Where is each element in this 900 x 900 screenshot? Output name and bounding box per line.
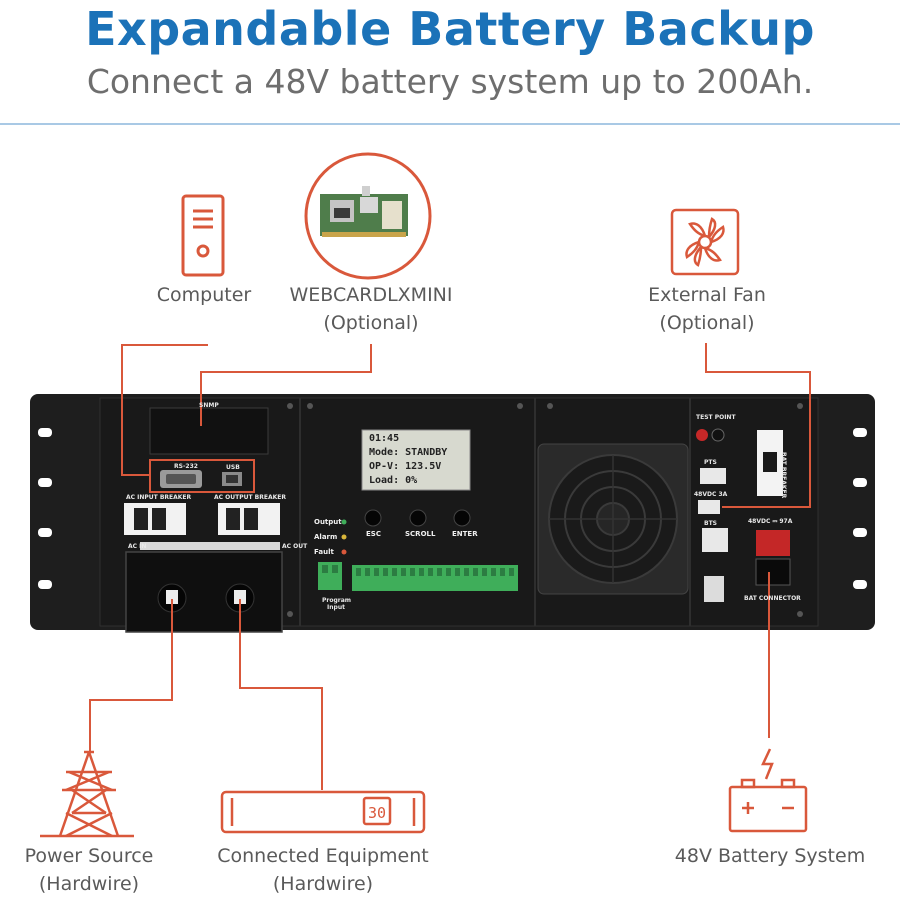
battery-connector-negative[interactable]: [755, 558, 791, 586]
battery-label: 48V Battery System: [674, 845, 866, 867]
alarm-led: [341, 534, 347, 540]
equipment-hardwire: (Hardwire): [272, 873, 374, 895]
battery-connector-positive[interactable]: [756, 530, 790, 556]
fault-indicator-label: Fault: [314, 548, 334, 556]
power-tower-icon: [40, 750, 134, 838]
fan-optional: (Optional): [659, 312, 755, 334]
fan-icon: [670, 208, 740, 276]
esc-button[interactable]: [364, 509, 382, 527]
equipment-label: Connected Equipment: [217, 845, 429, 867]
bts-connector[interactable]: [702, 528, 728, 552]
ac-input-breaker-label: AC INPUT BREAKER: [126, 494, 192, 501]
hardwire-box: [125, 551, 283, 633]
alarm-indicator-label: Alarm: [314, 533, 338, 541]
bts-probe: [704, 576, 724, 602]
program-input-label: Program Input: [322, 597, 352, 611]
page-subtitle: Connect a 48V battery system up to 200Ah…: [86, 62, 814, 101]
ac-output-breaker-label: AC OUTPUT BREAKER: [214, 494, 286, 501]
fan-callout: External Fan (Optional): [622, 281, 792, 337]
esc-button-label: ESC: [366, 530, 381, 538]
usb-label: USB: [226, 464, 240, 471]
scroll-button-label: SCROLL: [405, 530, 436, 538]
computer-tower-icon: [181, 194, 225, 277]
external-fan-connector[interactable]: [698, 500, 720, 514]
output-indicator-label: Output: [314, 518, 342, 526]
webcard-callout-line: [200, 344, 372, 426]
equipment-rack-icon: [220, 790, 426, 834]
ac-terminal-strip: [140, 542, 280, 550]
output-knockout: [234, 590, 246, 604]
equipment-display-readout: 30: [368, 804, 386, 822]
enter-button[interactable]: [453, 509, 471, 527]
snmp-slot[interactable]: [149, 407, 269, 455]
power-input-knockout: [166, 590, 178, 604]
power-callout: Power Source (Hardwire): [4, 842, 174, 898]
power-label: Power Source: [24, 845, 154, 867]
fan-label: External Fan: [648, 284, 766, 306]
bat-connector-label: BAT CONNECTOR: [744, 595, 801, 602]
pts-label: PTS: [704, 459, 717, 466]
fault-led: [341, 549, 347, 555]
lcd-screen: [361, 429, 471, 491]
rs232-label: RS-232: [174, 463, 198, 470]
computer-label: Computer: [156, 284, 252, 306]
dry-contact-terminal: [352, 565, 518, 591]
ac-in-label: AC IN: [128, 543, 147, 550]
network-card-photo: [304, 152, 432, 280]
internal-fan-grille: [537, 443, 689, 595]
computer-callout: Computer: [134, 281, 274, 309]
test-point-negative[interactable]: [711, 428, 725, 442]
lcd-readout: 01:45 Mode: STANDBY OP-V: 123.5V Load: 0…: [369, 432, 469, 488]
enter-button-label: ENTER: [452, 530, 478, 538]
power-callout-line: [89, 599, 173, 752]
output-led: [341, 519, 347, 525]
bts-label: BTS: [704, 520, 717, 527]
webcard-optional: (Optional): [323, 312, 419, 334]
scroll-button[interactable]: [409, 509, 427, 527]
lcd-line-2: Mode: STANDBY: [369, 447, 448, 458]
fan-callout-line: [705, 343, 811, 508]
computer-callout-line: [121, 344, 208, 476]
pts-connector[interactable]: [700, 468, 726, 484]
equipment-callout-line: [239, 599, 323, 790]
battery-icon: [728, 748, 808, 833]
fan-dc-label: 48VDC 3A: [694, 491, 728, 498]
snmp-label: SNMP: [199, 402, 219, 409]
test-point-positive[interactable]: [696, 429, 708, 441]
header-divider: [0, 123, 900, 125]
webcard-label: WEBCARDLXMINI: [289, 284, 453, 306]
bat-dc-label: 48VDC ⎓ 97A: [748, 518, 793, 525]
lcd-line-4: Load: 0%: [369, 475, 418, 486]
lcd-line-3: OP-V: 123.5V: [369, 461, 442, 472]
lcd-line-1: 01:45: [369, 433, 400, 444]
webcard-callout: WEBCARDLXMINI (Optional): [276, 281, 466, 337]
battery-callout: 48V Battery System: [660, 842, 880, 870]
rs232-usb-highlight: [149, 459, 255, 493]
equipment-callout: Connected Equipment (Hardwire): [198, 842, 448, 898]
test-point-label: TEST POINT: [696, 414, 736, 421]
power-hardwire: (Hardwire): [38, 873, 140, 895]
page-title: Expandable Battery Backup: [85, 2, 815, 56]
bat-breaker-label: BAT BREAKER: [780, 452, 787, 499]
program-input-terminal: [318, 562, 342, 590]
ac-out-label: AC OUT: [282, 543, 308, 550]
